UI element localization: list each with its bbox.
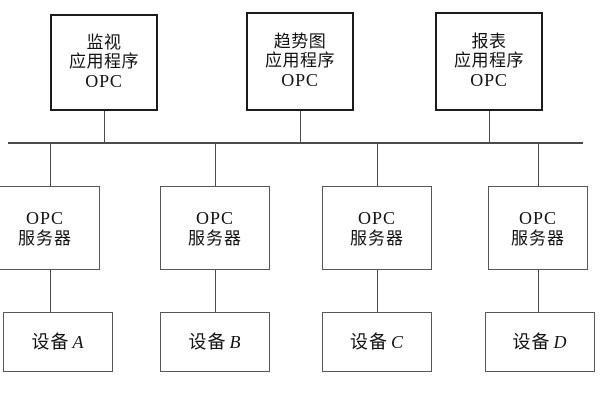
conn-server-a-device-a	[50, 270, 51, 313]
conn-app-report-bus	[489, 111, 490, 143]
conn-bus-server-b	[215, 142, 216, 187]
node-app-trend-line-2: OPC	[281, 70, 319, 91]
conn-server-d-device-d	[538, 270, 539, 313]
conn-bus-server-a	[50, 142, 51, 187]
node-app-trend-line-1: 应用程序	[265, 51, 335, 71]
node-server-a-line-1: 服务器	[18, 228, 72, 248]
conn-app-trend-bus	[300, 111, 301, 143]
conn-server-c-device-c	[377, 270, 378, 313]
node-server-d-line-0: OPC	[518, 208, 557, 229]
node-device-c-tag: C	[390, 331, 404, 352]
opc-bus	[8, 142, 583, 144]
node-device-b-tag: B	[229, 331, 242, 352]
node-app-report-line-0: 报表	[471, 32, 507, 52]
node-device-a-tag: A	[72, 331, 85, 352]
node-device-d-tag: D	[553, 331, 568, 352]
node-app-monitor-line-0: 监视	[86, 33, 122, 53]
node-app-trend-line-0: 趋势图	[273, 32, 327, 52]
node-server-d-line-1: 服务器	[511, 228, 565, 248]
node-app-report-line-2: OPC	[470, 70, 508, 91]
node-server-c-line-0: OPC	[357, 208, 396, 229]
conn-server-b-device-b	[215, 270, 216, 313]
node-server-c-line-1: 服务器	[350, 228, 404, 248]
node-app-report-line-1: 应用程序	[454, 51, 524, 71]
conn-app-monitor-bus	[104, 111, 105, 143]
node-server-b-line-0: OPC	[195, 208, 234, 229]
conn-bus-server-c	[377, 142, 378, 187]
conn-bus-server-d	[538, 142, 539, 187]
node-server-a-line-0: OPC	[25, 208, 64, 229]
node-server-b-line-1: 服务器	[188, 228, 242, 248]
node-app-monitor-line-2: OPC	[85, 71, 123, 92]
node-app-monitor-line-1: 应用程序	[69, 52, 139, 72]
